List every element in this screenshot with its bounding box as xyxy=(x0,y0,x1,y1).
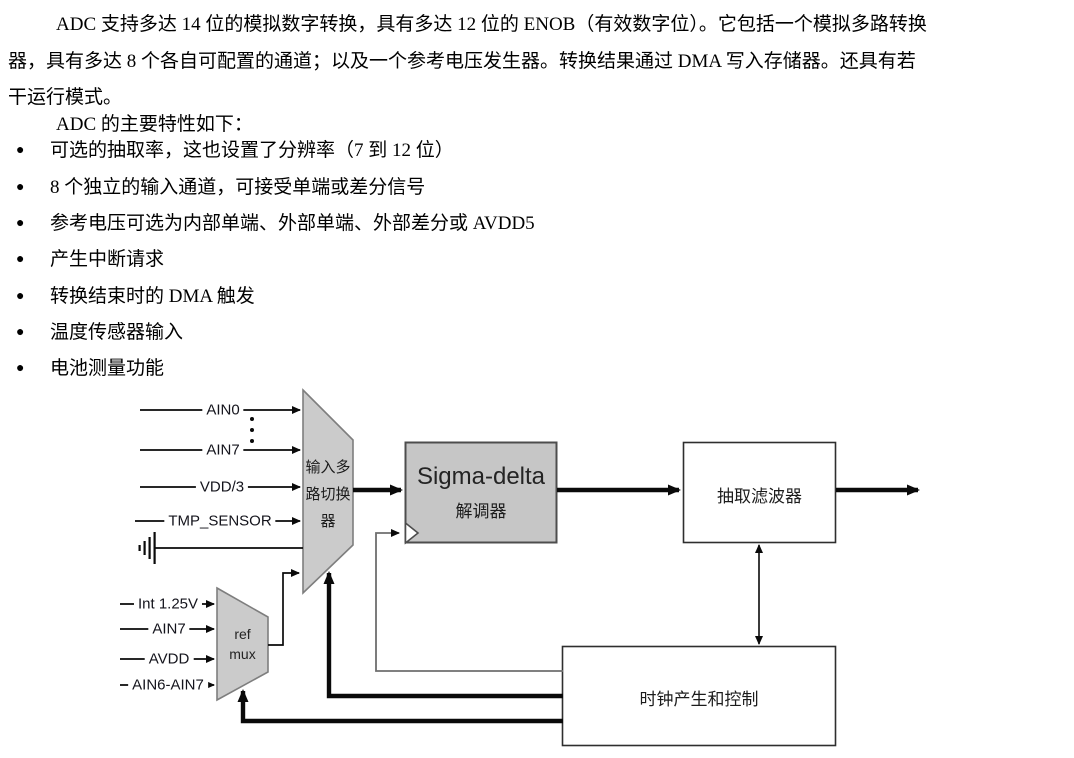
ref-mux-label: ref mux xyxy=(217,624,268,664)
vertical-dots-icon xyxy=(250,417,254,443)
decimation-filter-label: 抽取滤波器 xyxy=(717,487,802,506)
sigma-delta-subtitle: 解调器 xyxy=(455,502,507,521)
bullet-icon: ● xyxy=(16,216,25,231)
sigma-delta-title: Sigma-delta xyxy=(416,463,546,490)
int125-label: Int 1.25V xyxy=(133,595,203,613)
bullet-icon: ● xyxy=(16,361,25,376)
feature-text: 参考电压可选为内部单端、外部单端、外部差分或 AVDD5 xyxy=(50,213,535,234)
clock-input-chevron-icon xyxy=(404,521,420,545)
features-heading: ADC 的主要特性如下： xyxy=(56,114,253,135)
ain7-label: AIN7 xyxy=(202,441,244,459)
paragraph-line-2: 器，具有多达 8 个各自可配置的通道；以及一个参考电压发生器。转换结果通过 DM… xyxy=(8,51,916,72)
bullet-icon: ● xyxy=(16,289,25,304)
feature-text: 产生中断请求 xyxy=(50,249,165,270)
feature-text: 可选的抽取率，这也设置了分辨率（7 到 12 位） xyxy=(50,140,454,161)
avdd-label: AVDD xyxy=(144,650,194,668)
feature-item: ● 参考电压可选为内部单端、外部单端、外部差分或 AVDD5 xyxy=(0,212,1060,236)
clock-to-sigma-line xyxy=(375,529,563,672)
decimation-filter-box xyxy=(682,441,837,544)
input-mux-label: 输入多 路切换 器 xyxy=(303,455,353,536)
ref-mux-label-line2: mux xyxy=(229,646,256,662)
clock-box xyxy=(561,645,837,747)
adc-block-diagram: AIN0 AIN7 VDD/3 TMP_SENSOR Int 1.25V AIN… xyxy=(0,375,1074,758)
feature-text: 8 个独立的输入通道，可接受单端或差分信号 xyxy=(50,177,426,198)
bullet-icon: ● xyxy=(16,143,25,158)
feature-item: ● 转换结束时的 DMA 触发 xyxy=(0,285,1060,309)
feature-text: 电池测量功能 xyxy=(50,358,165,379)
feature-item: ● 8 个独立的输入通道，可接受单端或差分信号 xyxy=(0,176,1060,200)
ground-icon xyxy=(138,532,156,564)
input-mux-label-line2: 路切换 xyxy=(305,487,351,503)
input-mux-label-line1: 输入多 xyxy=(305,460,351,476)
feature-item: ● 温度传感器输入 xyxy=(0,321,1060,345)
clock-to-input-mux-arrow xyxy=(323,571,563,699)
paragraph-line-1: ADC 支持多达 14 位的模拟数字转换，具有多达 12 位的 ENOB（有效数… xyxy=(56,14,927,35)
tmp-sensor-label: TMP_SENSOR xyxy=(164,512,276,530)
feature-item: ● 电池测量功能 xyxy=(0,357,1060,381)
feature-text: 转换结束时的 DMA 触发 xyxy=(50,286,255,307)
feature-item: ● 产生中断请求 xyxy=(0,248,1060,272)
ref-mux-output-line xyxy=(268,569,300,646)
sigma-delta-box xyxy=(404,441,558,544)
diagram-canvas xyxy=(120,388,920,747)
bullet-icon: ● xyxy=(16,180,25,195)
input-mux-shape xyxy=(302,388,354,595)
ref-ain7-label: AIN7 xyxy=(148,620,190,638)
bullet-icon: ● xyxy=(16,252,25,267)
bullet-icon: ● xyxy=(16,325,25,340)
paragraph-line-3: 干运行模式。 xyxy=(8,87,123,108)
feature-text: 温度传感器输入 xyxy=(50,322,184,343)
ref-mux-label-line1: ref xyxy=(234,626,251,642)
input-mux-label-line3: 器 xyxy=(320,514,336,530)
ref-mux-shape xyxy=(216,586,269,702)
feature-item: ● 可选的抽取率，这也设置了分辨率（7 到 12 位） xyxy=(0,139,1060,163)
clock-to-ref-mux-arrow xyxy=(237,689,563,724)
ain0-label: AIN0 xyxy=(202,401,244,419)
clock-box-label: 时钟产生和控制 xyxy=(639,690,759,709)
vdd3-label: VDD/3 xyxy=(195,478,249,496)
ain6-ain7-label: AIN6-AIN7 xyxy=(128,676,208,694)
